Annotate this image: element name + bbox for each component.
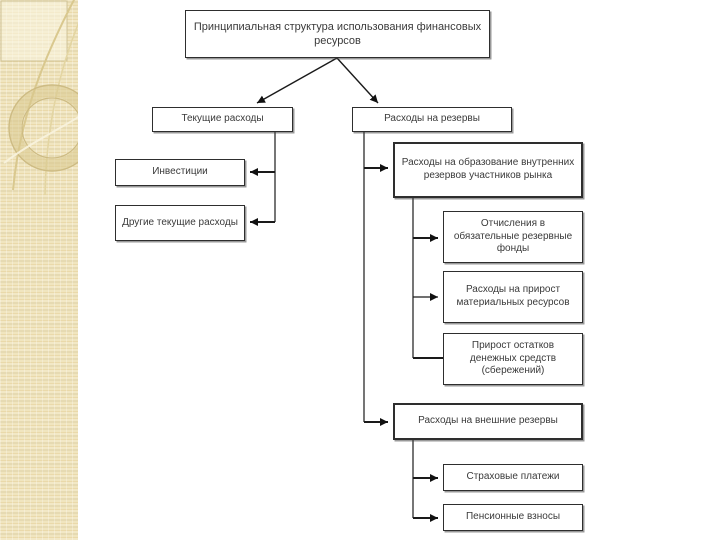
node-external-reserves: Расходы на внешние резервы [393,403,583,440]
node-investments: Инвестиции [115,159,245,186]
node-other-current-expenses: Другие текущие расходы [115,205,245,241]
slide-side-decoration [0,0,78,540]
node-current-expenses: Текущие расходы [152,107,293,132]
node-cash-balances-growth: Прирост остатков денежных средств (сбере… [443,333,583,385]
node-pension-contributions: Пенсионные взносы [443,504,583,531]
node-insurance-payments: Страховые платежи [443,464,583,491]
node-material-resources-growth: Расходы на прирост материальных ресурсов [443,271,583,323]
node-reserve-expenses: Расходы на резервы [352,107,512,132]
node-mandatory-reserve-funds: Отчисления в обязательные резервные фонд… [443,211,583,263]
node-title: Принципиальная структура использования ф… [185,10,490,58]
node-internal-reserves: Расходы на образование внутренних резерв… [393,142,583,198]
side-decoration-curves [0,0,78,196]
